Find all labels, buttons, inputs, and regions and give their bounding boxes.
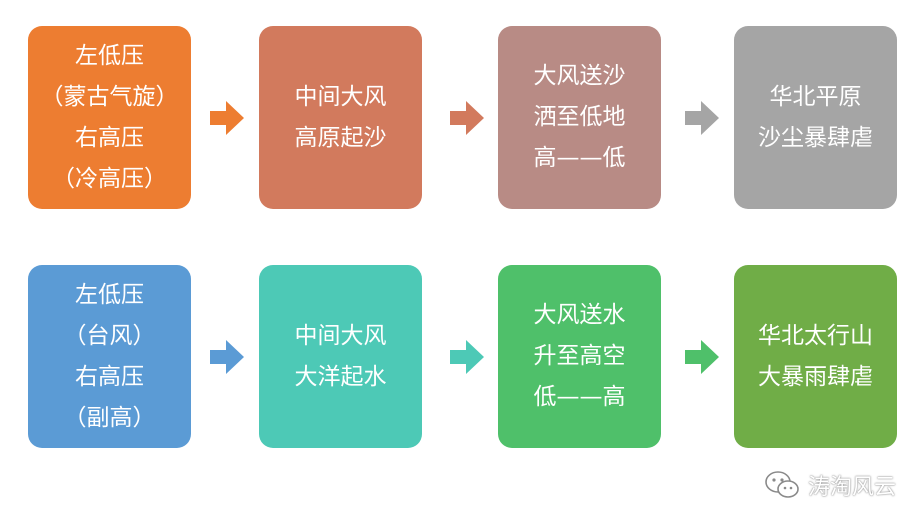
flow-box-line: 沙尘暴肆虐 [758,124,873,151]
wechat-icon [765,471,799,498]
flow-box-line: （台风） [63,322,156,349]
flow-box-line: 右高压 [75,363,144,390]
flow-box-line: （蒙古气旋） [40,83,179,110]
flow-box-r2-1: 左低压 （台风） 右高压 （副高） [28,265,191,448]
flow-box-line: 中间大风 [294,322,387,349]
flow-box-r2-3: 大风送水升至高空低——高 [498,265,661,448]
flow-box-line: （副高） [63,404,156,431]
flow-box-line: 右高压 [75,124,144,151]
flow-box-line: 洒至低地 [533,104,626,130]
flow-box-line: 大暴雨肆虐 [758,363,873,390]
flow-box-line: 大洋起水 [294,363,387,390]
flow-box-line: 左低压 [75,42,144,69]
flow-box-line: 低——高 [533,384,626,410]
flow-box-line: 左低压 [75,281,144,308]
flow-box-line: 华北太行山 [758,322,873,349]
flow-box-line: 大风送水 [533,302,626,328]
watermark: 涛淘风云 [764,468,896,502]
right-arrow-icon [210,100,244,135]
flow-box-r1-3: 大风送沙洒至低地高——低 [498,26,661,209]
flow-box-r1-2: 中间大风高原起沙 [259,26,422,209]
right-arrow-icon [685,100,719,135]
flow-box-r1-4: 华北平原沙尘暴肆虐 [734,26,897,209]
flow-box-line: 中间大风 [294,83,387,110]
flow-box-line: 高原起沙 [294,124,387,151]
flow-box-r2-4: 华北太行山大暴雨肆虐 [734,265,897,448]
flow-box-r2-2: 中间大风大洋起水 [259,265,422,448]
flow-box-r1-1: 左低压 （蒙古气旋） 右高压 （冷高压） [28,26,191,209]
flow-box-line: 高——低 [533,145,626,171]
right-arrow-icon [685,339,719,374]
right-arrow-icon [450,100,484,135]
flow-box-line: （冷高压） [52,165,167,192]
right-arrow-icon [450,339,484,374]
watermark-text: 涛淘风云 [808,475,897,500]
flow-box-line: 华北平原 [769,83,862,110]
flow-box-line: 大风送沙 [533,63,626,89]
flow-box-line: 升至高空 [533,343,626,369]
right-arrow-icon [210,339,244,374]
